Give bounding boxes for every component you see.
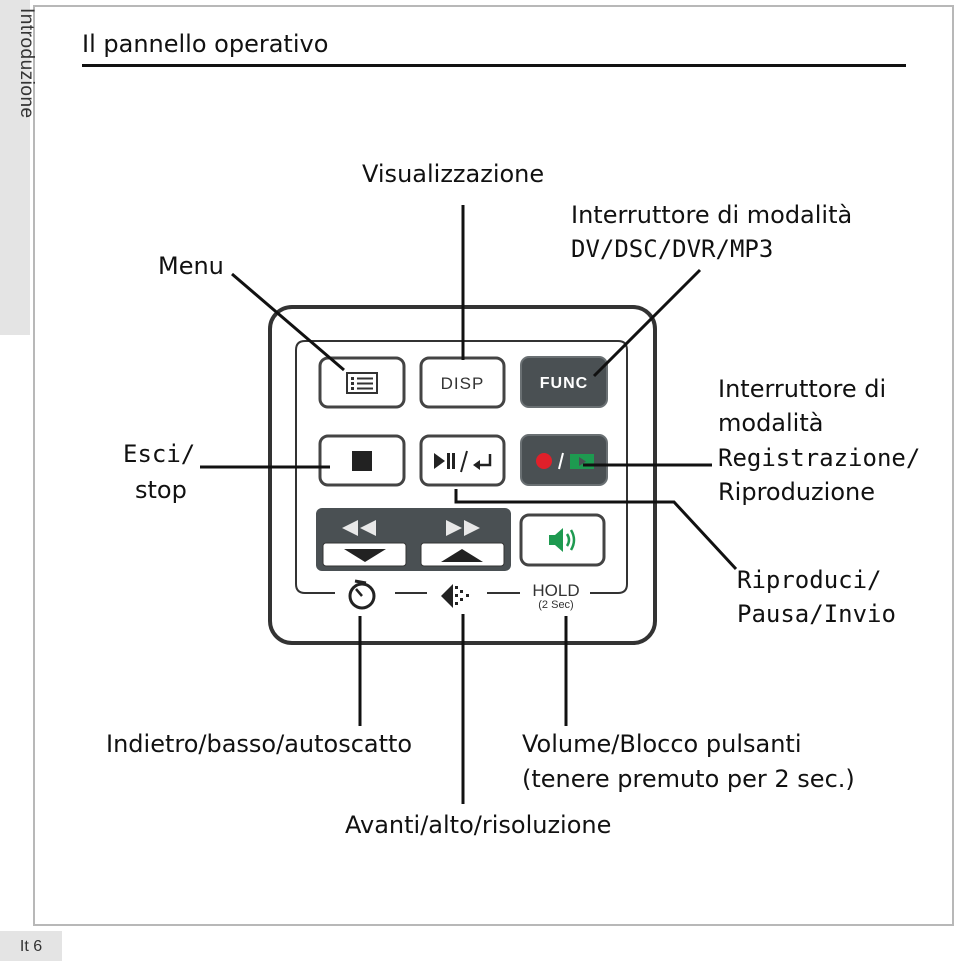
section-title: Il pannello operativo: [82, 30, 329, 58]
forward-up-button[interactable]: [420, 520, 505, 567]
label-play-1: Riproduci/: [737, 566, 882, 594]
play-pause-enter-button[interactable]: [419, 434, 506, 487]
label-esci-1: Esci/: [123, 440, 196, 468]
label-rec-switch-3: Registrazione/: [718, 444, 921, 472]
speaker-icon: [549, 528, 576, 552]
label-forward: Avanti/alto/risoluzione: [345, 811, 612, 839]
func-label: FUNC: [540, 375, 588, 392]
leader-play: [454, 489, 738, 571]
label-menu: Menu: [158, 252, 224, 280]
play-pause-enter-icon: [434, 450, 492, 473]
record-playback-button[interactable]: [520, 434, 608, 486]
list-icon: [346, 372, 378, 394]
label-volume-1: Volume/Blocco pulsanti: [522, 730, 802, 758]
nav-rocker: [316, 508, 511, 571]
label-esci-2: stop: [135, 476, 187, 504]
stop-icon: [352, 451, 372, 471]
label-rec-switch-4: Riproduzione: [718, 478, 875, 506]
self-timer-icon: [348, 579, 376, 610]
rewind-down-button[interactable]: [322, 520, 407, 567]
label-mode-switch-2: DV/DSC/DVR/MP3: [571, 235, 774, 263]
menu-button[interactable]: [318, 356, 406, 409]
sidebar-tab: Introduzione: [0, 0, 37, 335]
hold-label: HOLD: [532, 581, 579, 600]
stop-button[interactable]: [318, 434, 406, 487]
leader-menu: [231, 272, 345, 372]
fast-forward-icon: [446, 520, 462, 536]
sidebar-tab-label: Introduzione: [16, 8, 37, 119]
hold-sublabel: (2 Sec): [538, 599, 573, 611]
label-play-2: Pausa/Invio: [737, 600, 896, 628]
disp-button[interactable]: DISP: [419, 356, 506, 409]
label-visualizzazione: Visualizzazione: [362, 160, 545, 188]
disp-label: DISP: [441, 374, 485, 393]
up-arrow-icon: [441, 549, 483, 562]
leader-func: [592, 268, 702, 378]
label-mode-switch-1: Interruttore di modalità: [571, 201, 853, 229]
leader-lines: [200, 205, 738, 804]
label-rec-switch-2: modalità: [718, 409, 824, 437]
label-rec-switch-1: Interruttore di: [718, 375, 887, 403]
label-back: Indietro/basso/autoscatto: [106, 730, 413, 758]
volume-button[interactable]: [519, 513, 606, 567]
page-frame: [33, 5, 954, 926]
page-number: It 6: [0, 931, 62, 961]
resolution-icon: [441, 584, 469, 608]
rewind-icon: [342, 520, 358, 536]
section-rule: [82, 64, 906, 67]
down-arrow-icon: [344, 549, 386, 562]
label-volume-2: (tenere premuto per 2 sec.): [522, 765, 855, 793]
func-button[interactable]: FUNC: [520, 356, 608, 408]
